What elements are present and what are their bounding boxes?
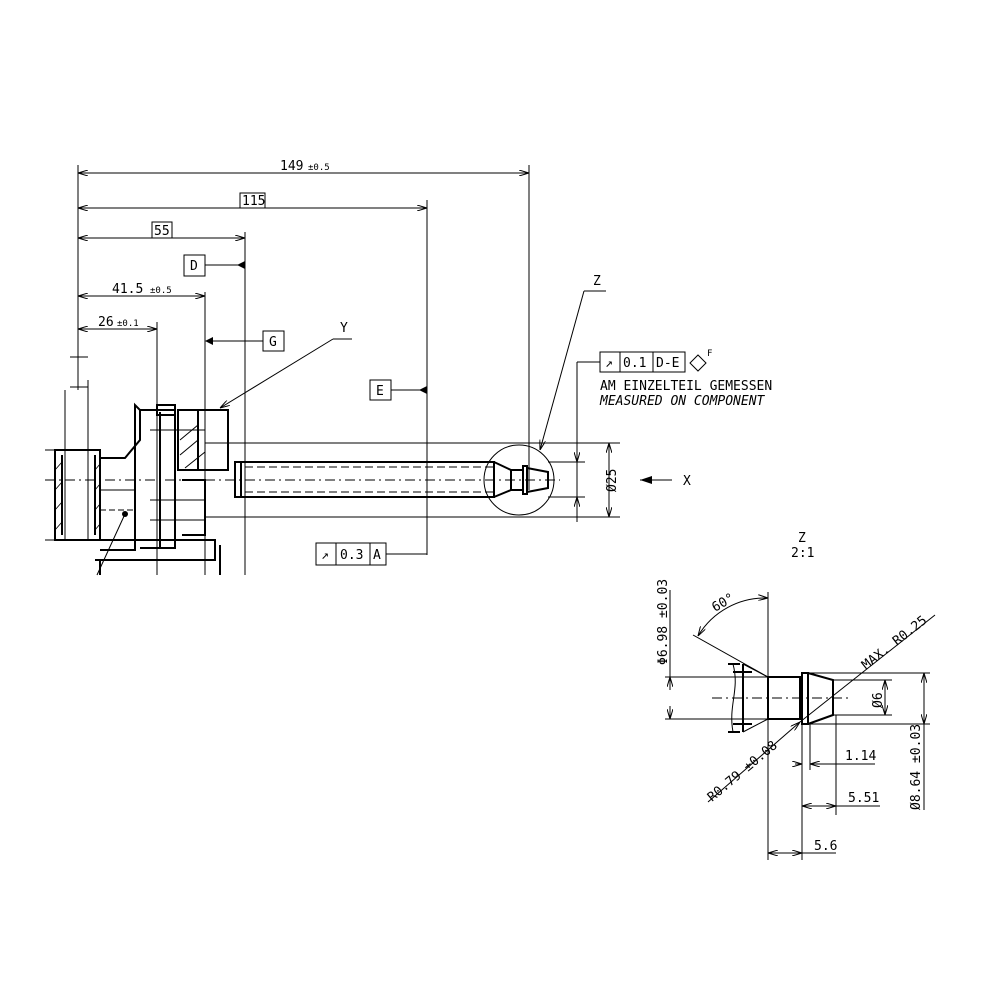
view-z-callout: Z	[540, 274, 606, 450]
dimension-dia-25: Ø25	[548, 362, 620, 522]
shaft	[45, 442, 620, 518]
datum-e: E	[369, 379, 427, 401]
dimension-149: 149 ±0.5	[78, 159, 529, 174]
runout-icon: ↗	[321, 548, 329, 563]
view-y-callout: Y	[220, 321, 352, 408]
max-r-value: MAX. R0.25	[859, 613, 930, 673]
dim-55-value: 55	[154, 224, 170, 239]
note-german: AM EINZELTEIL GEMESSEN	[600, 379, 772, 394]
dimension-115: 115	[78, 192, 427, 209]
fcf-bottom-datum: A	[373, 548, 381, 563]
dim-1-14-value: 1.14	[845, 749, 876, 764]
dia-6-98-value: Φ6.98 ±0.03	[656, 579, 671, 665]
datum-d-label: D	[190, 259, 198, 274]
view-z-label: Z	[593, 274, 601, 289]
dim-5-51-value: 5.51	[848, 791, 879, 806]
datum-g-label: G	[269, 335, 277, 350]
datum-e-label: E	[376, 384, 384, 399]
fcf-bottom-value: 0.3	[340, 548, 363, 563]
fcf-top-flag: F	[707, 349, 712, 359]
view-x-arrow: X	[640, 474, 691, 489]
datum-d: D	[183, 254, 245, 277]
dimension-55: 55	[78, 221, 245, 239]
fcf-top-value: 0.1	[623, 356, 646, 371]
r-0-79-value: R0.79 ±0.08	[705, 738, 781, 805]
feature-control-frame-runout-a: ↗ 0.3 A	[315, 542, 427, 566]
dim-41-5-value: 41.5	[112, 282, 143, 297]
detail-z-title: Z	[798, 531, 806, 546]
dimension-41-5: 41.5 ±0.5	[78, 282, 205, 297]
dim-149-value: 149	[280, 159, 303, 174]
dim-115-value: 115	[242, 194, 265, 209]
dim-26-tolerance: ±0.1	[117, 319, 139, 329]
main-view: 149 ±0.5 115 55 D 41.5 ±0.5	[45, 159, 772, 576]
datum-g: G	[205, 330, 285, 352]
feature-control-frame-runout-d-e: ↗ 0.1 D-E F AM EINZELTEIL GEMESSEN MEASU…	[577, 349, 772, 409]
runout-icon: ↗	[605, 356, 613, 371]
dimension-26: 26 ±0.1	[78, 315, 157, 330]
dia-8-64-value: Ø8.64 ±0.03	[909, 724, 924, 810]
dim-149-tolerance: ±0.5	[308, 163, 330, 173]
diamond-icon	[689, 354, 707, 372]
dia-6-value: Ø6	[871, 692, 886, 708]
dim-41-5-tolerance: ±0.5	[150, 286, 172, 296]
angle-60-value: 60°	[710, 591, 738, 616]
dim-5-6-value: 5.6	[814, 839, 837, 854]
dia-25-value: Ø25	[605, 469, 620, 492]
detail-z-scale: 2:1	[791, 546, 814, 561]
detail-z-view: Z 2:1 Φ6.98 ±0.03 60° Ø6 Ø8.64 ±0.03 MAX…	[656, 531, 936, 860]
note-english: MEASURED ON COMPONENT	[599, 394, 766, 409]
dim-26-value: 26	[98, 315, 114, 330]
detail-z-circle	[483, 444, 555, 516]
view-y-label: Y	[340, 321, 348, 336]
fcf-top-datum: D-E	[656, 356, 679, 371]
housing	[45, 402, 229, 576]
view-x-label: X	[683, 474, 691, 489]
